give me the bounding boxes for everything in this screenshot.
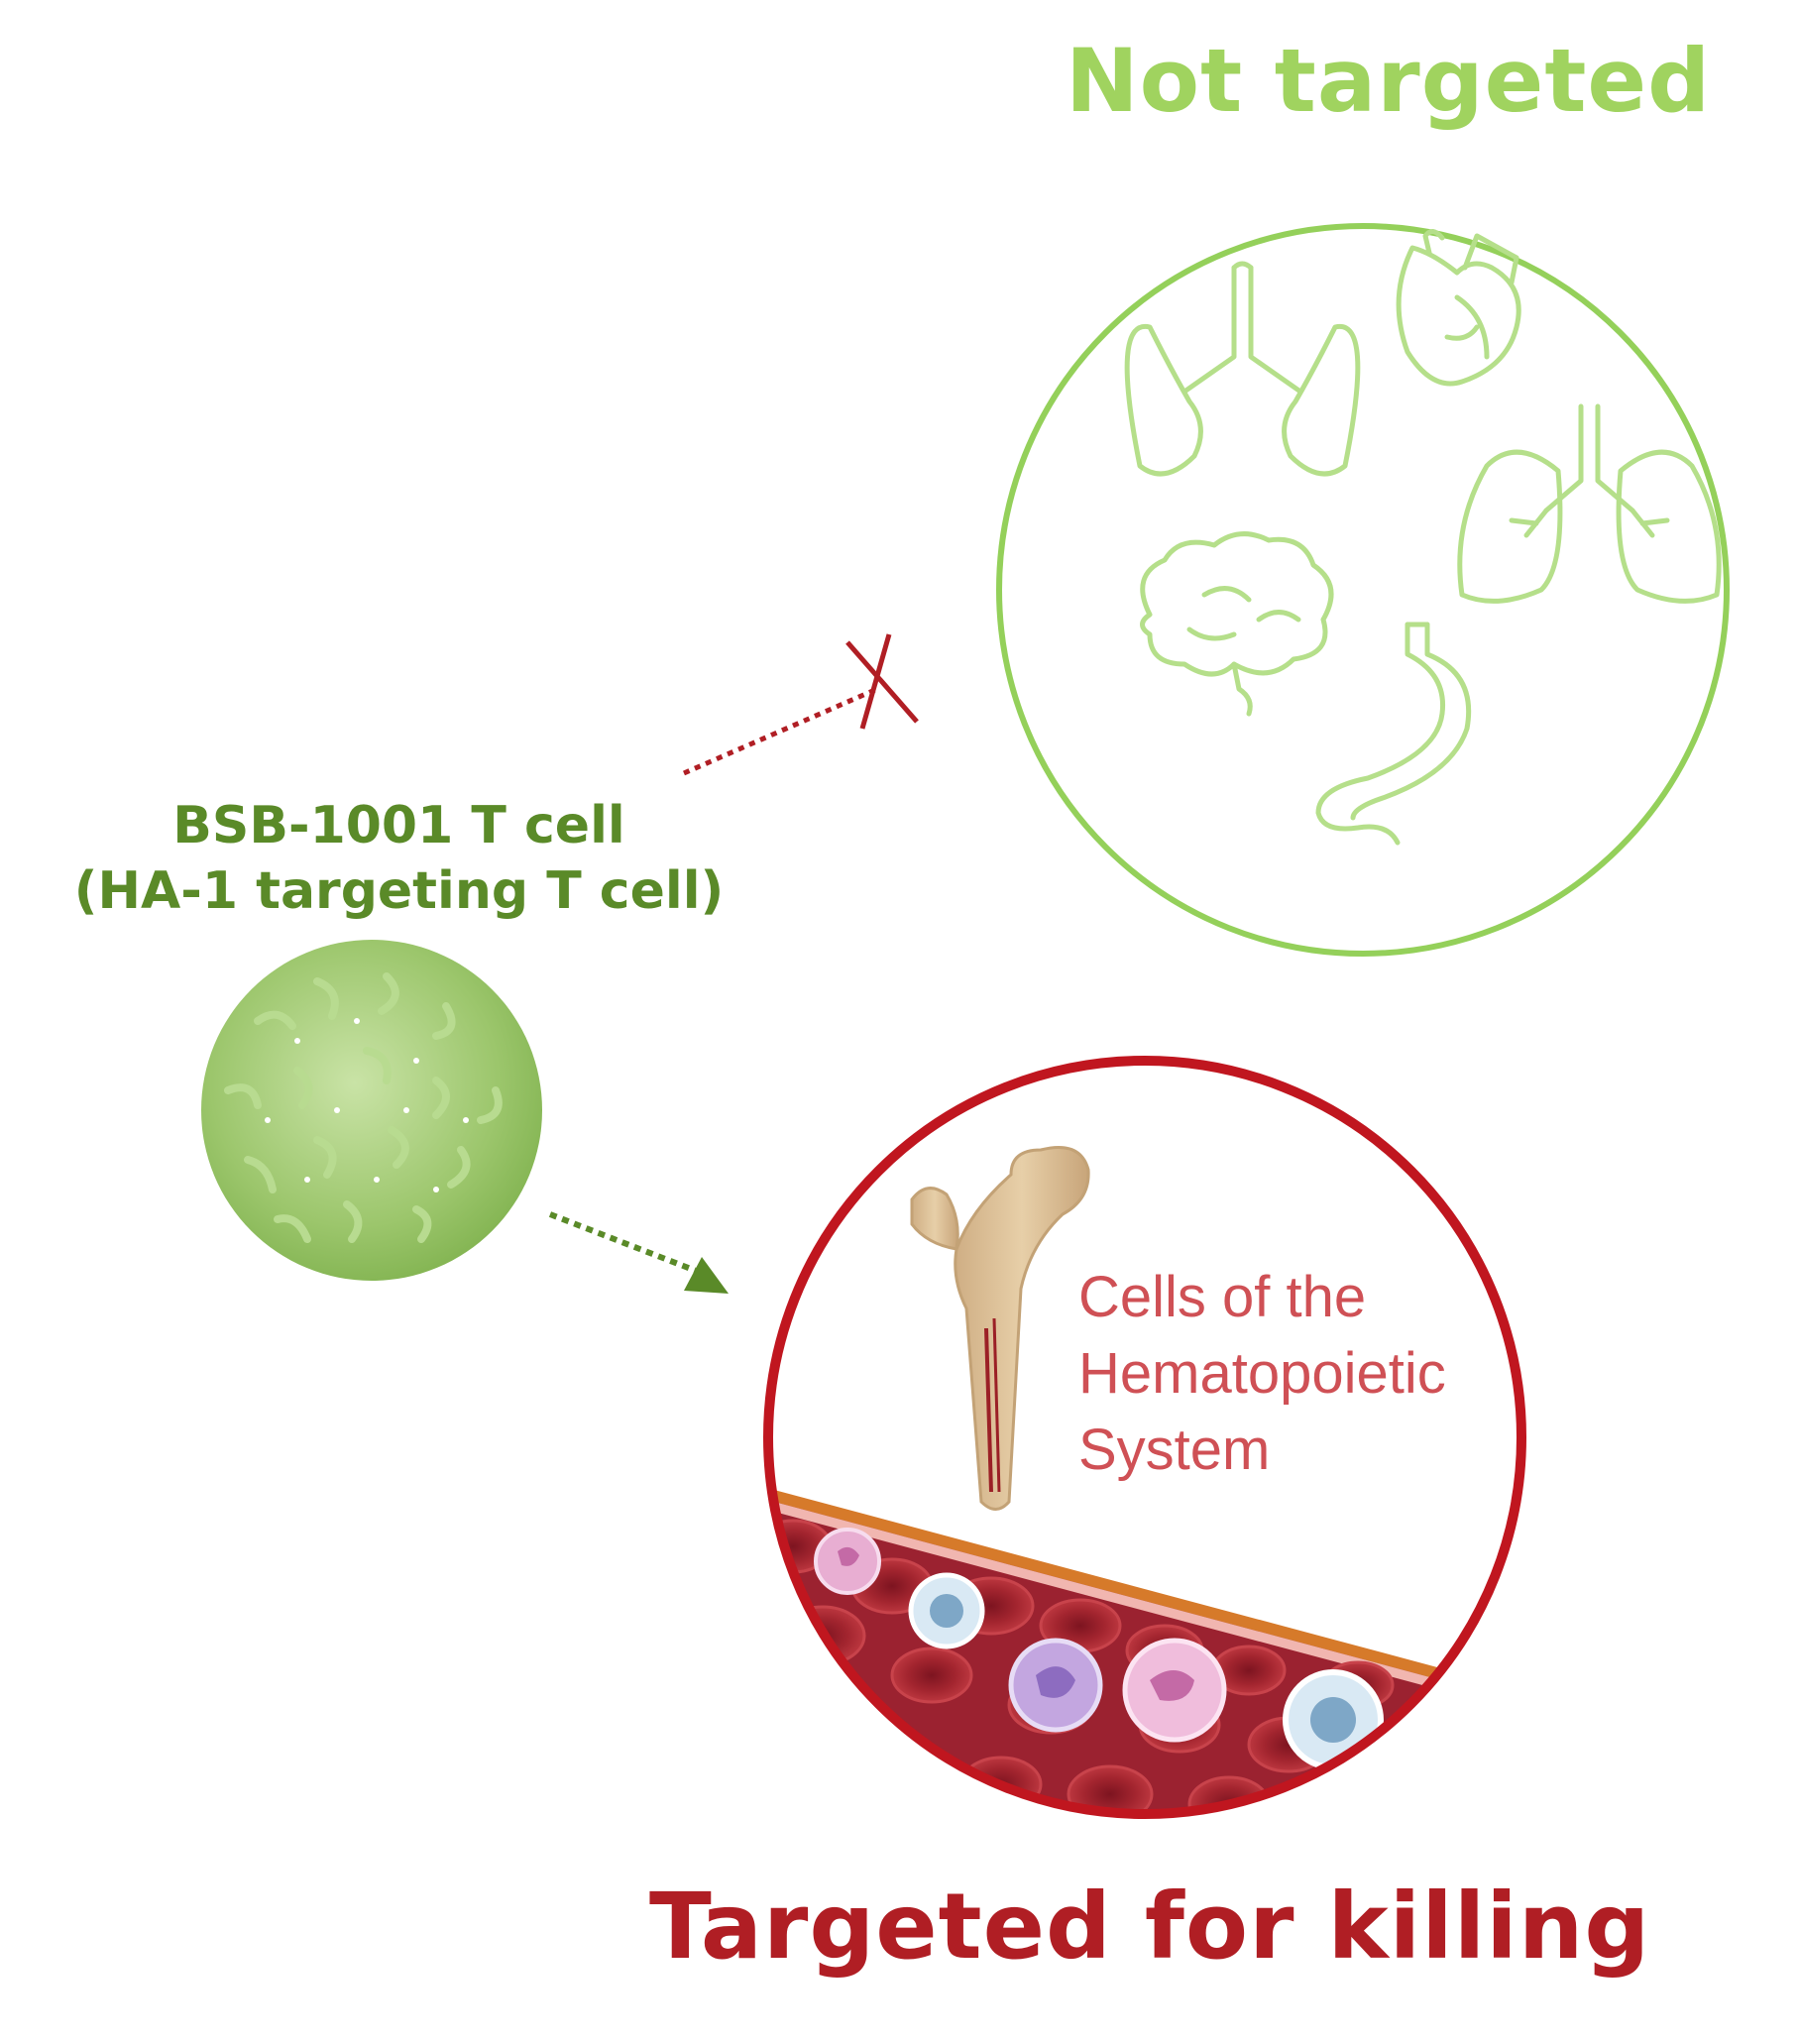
not-targeted-circle xyxy=(996,223,1730,957)
t-cell-label-line1: BSB-1001 T cell xyxy=(172,796,625,855)
stomach-icon xyxy=(1315,622,1472,846)
t-cell-label: BSB-1001 T cell (HA-1 targeting T cell) xyxy=(0,793,798,924)
blood-cells-icon xyxy=(768,1487,1467,1814)
kidneys-icon xyxy=(1124,261,1361,477)
blocked-arrow xyxy=(683,633,919,776)
hematopoietic-label-line3: System xyxy=(1078,1418,1271,1482)
brain-icon xyxy=(1140,531,1334,717)
hematopoietic-label-line1: Cells of the xyxy=(1078,1265,1367,1329)
targeting-arrow xyxy=(548,1211,729,1294)
targeted-label: Targeted for killing xyxy=(649,1874,1651,1980)
heart-icon xyxy=(1396,229,1521,387)
targeted-circle xyxy=(763,1056,1526,1819)
hematopoietic-label: Cells of the Hematopoietic System xyxy=(1078,1259,1446,1488)
t-cell-label-line2: (HA-1 targeting T cell) xyxy=(73,861,725,921)
t-cell-icon xyxy=(201,940,542,1281)
bone-icon xyxy=(910,1146,1090,1511)
lungs-icon xyxy=(1457,403,1722,604)
not-targeted-label: Not targeted xyxy=(1066,30,1712,132)
hematopoietic-label-line2: Hematopoietic xyxy=(1078,1341,1446,1406)
